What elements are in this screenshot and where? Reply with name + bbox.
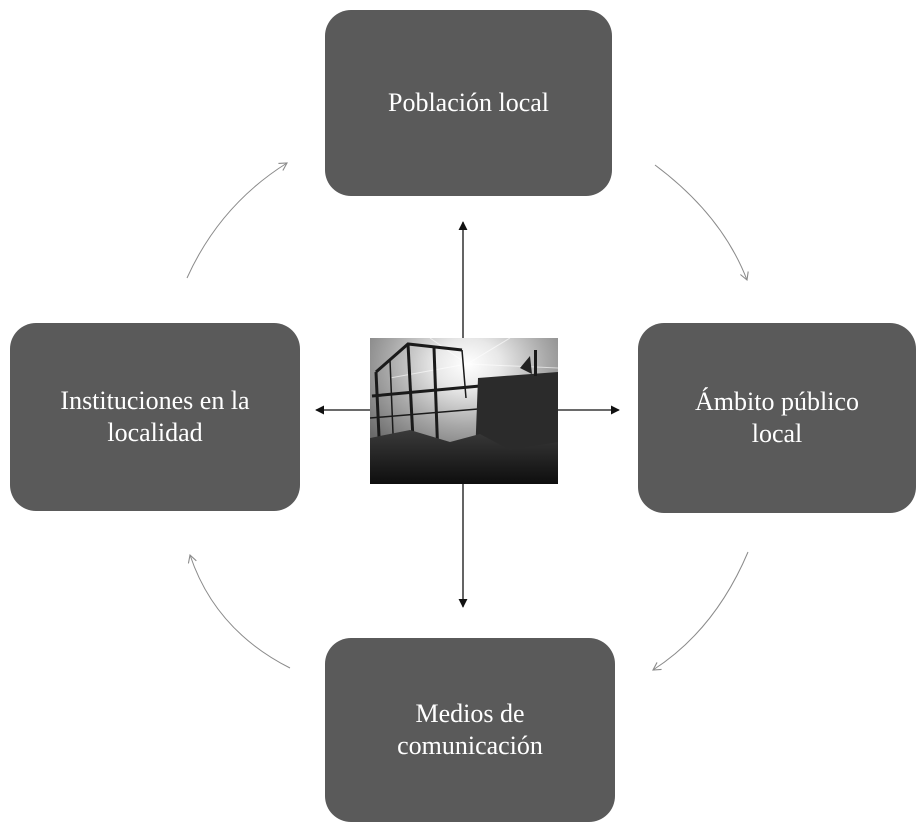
node-instituciones: Instituciones en la localidad [10,323,300,511]
cycle-arrow-top-right [654,164,749,282]
node-ambito-publico: Ámbito público local [638,323,916,513]
cycle-arrow-bottom-left [187,553,291,669]
node-label: Medios de comunicación [397,699,543,760]
node-label: Instituciones en la localidad [60,386,250,447]
cycle-arrow-left-top [186,162,288,279]
node-label: Ámbito público local [695,387,859,448]
node-label: Población local [387,88,549,117]
cycle-arrow-right-bottom [652,551,749,671]
node-medios-comunicacion: Medios de comunicación [325,638,615,822]
node-poblacion-local: Población local [325,10,612,196]
construction-silhouette-photo [370,338,558,484]
